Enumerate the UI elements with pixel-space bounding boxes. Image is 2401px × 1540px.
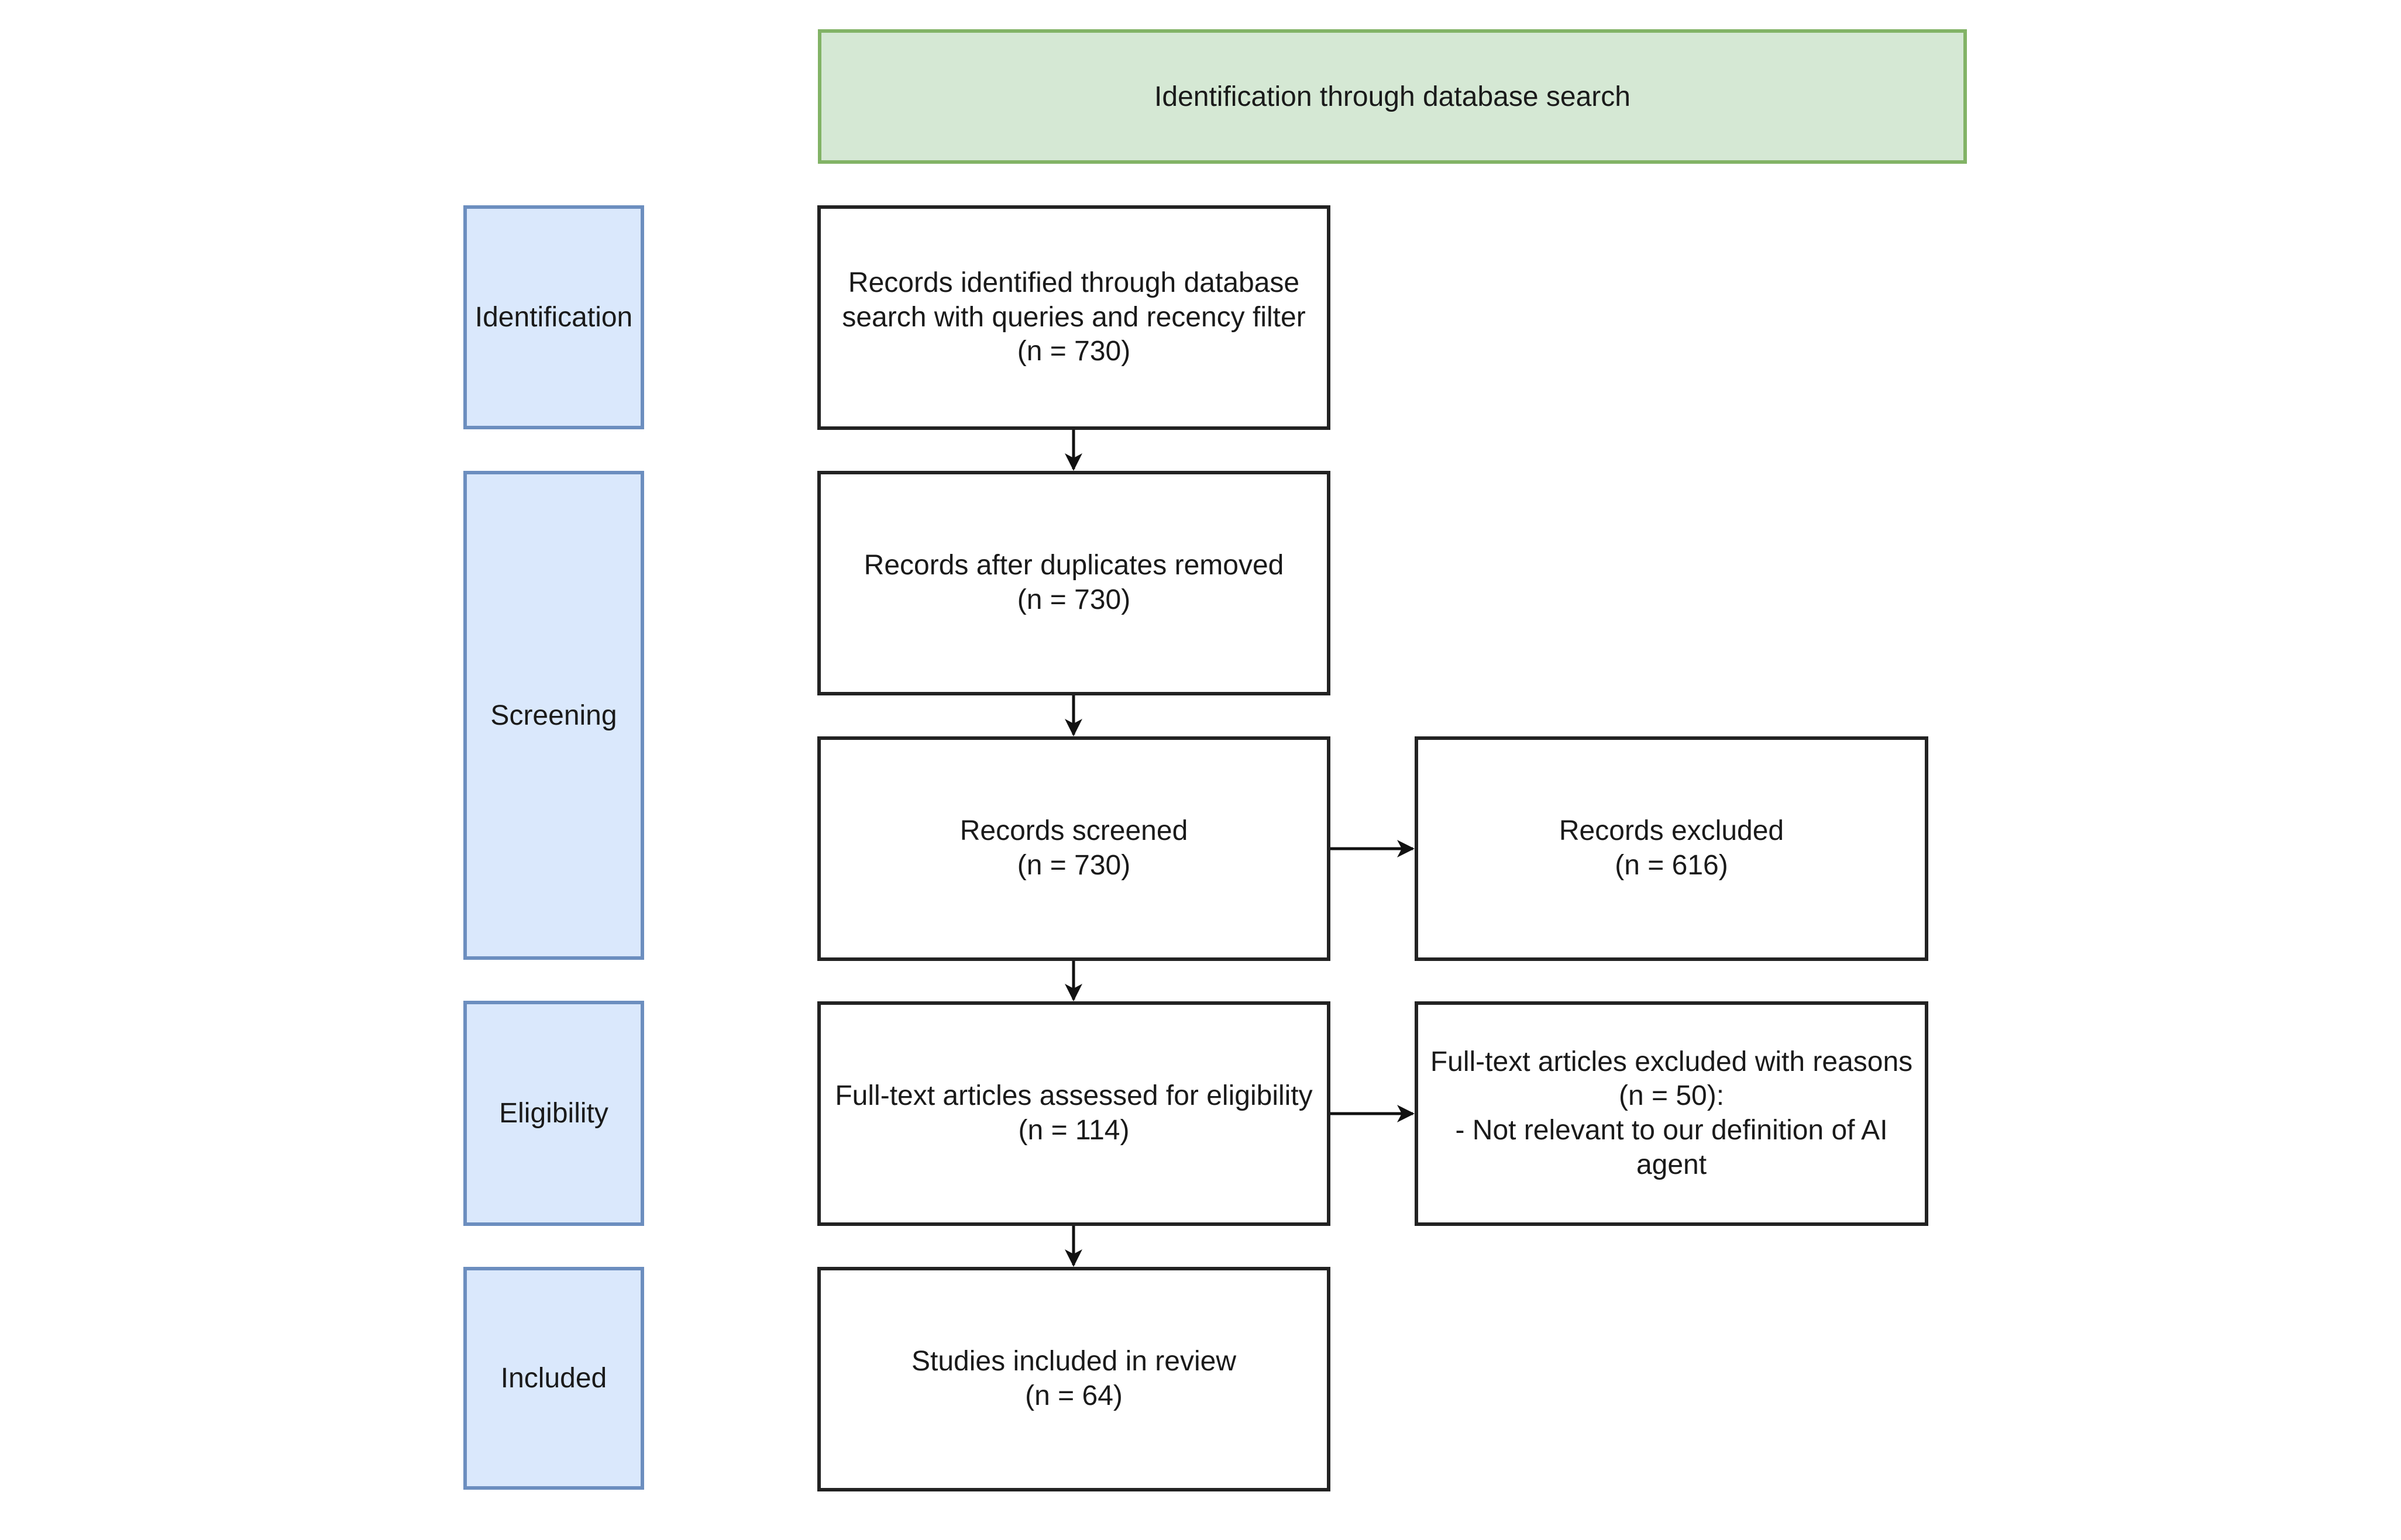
header-banner: Identification through database search bbox=[818, 29, 1967, 164]
records-deduplicated-label: Records after duplicates removed bbox=[864, 550, 1284, 581]
records-identified-line2: search with queries and recency filter bbox=[842, 301, 1306, 333]
studies-included-label: Studies included in review bbox=[911, 1346, 1236, 1377]
phase-screening: Screening bbox=[463, 471, 644, 960]
records-screened-label: Records screened bbox=[959, 815, 1188, 847]
fulltext-excluded-reason-line2: agent bbox=[1636, 1149, 1707, 1180]
fulltext-excluded-count: (n = 50): bbox=[1618, 1080, 1725, 1112]
studies-included-box: Studies included in review (n = 64) bbox=[817, 1267, 1330, 1491]
records-identified-line1: Records identified through database bbox=[848, 267, 1300, 299]
records-screened-count: (n = 730) bbox=[1017, 850, 1131, 881]
records-excluded-box: Records excluded (n = 616) bbox=[1415, 736, 1928, 961]
fulltext-excluded-reason-line1: - Not relevant to our definition of AI bbox=[1455, 1115, 1888, 1146]
header-title: Identification through database search bbox=[1154, 81, 1631, 112]
records-deduplicated-count: (n = 730) bbox=[1017, 584, 1131, 615]
phase-identification: Identification bbox=[463, 205, 644, 429]
records-screened-box: Records screened (n = 730) bbox=[817, 736, 1330, 961]
fulltext-excluded-label: Full-text articles excluded with reasons bbox=[1430, 1046, 1913, 1077]
records-deduplicated-box: Records after duplicates removed (n = 73… bbox=[817, 471, 1330, 695]
records-excluded-count: (n = 616) bbox=[1615, 850, 1728, 881]
records-excluded-label: Records excluded bbox=[1559, 815, 1784, 847]
records-identified-count: (n = 730) bbox=[1017, 336, 1131, 367]
studies-included-count: (n = 64) bbox=[1025, 1380, 1123, 1411]
fulltext-assessed-count: (n = 114) bbox=[1018, 1115, 1130, 1146]
fulltext-assessed-box: Full-text articles assessed for eligibil… bbox=[817, 1001, 1330, 1226]
records-identified-box: Records identified through database sear… bbox=[817, 205, 1330, 430]
phase-label-included: Included bbox=[500, 1363, 607, 1394]
phase-label-eligibility: Eligibility bbox=[499, 1098, 608, 1129]
fulltext-assessed-label: Full-text articles assessed for eligibil… bbox=[835, 1080, 1313, 1112]
fulltext-excluded-box: Full-text articles excluded with reasons… bbox=[1415, 1001, 1928, 1226]
phase-label-screening: Screening bbox=[490, 700, 617, 731]
phase-label-identification: Identification bbox=[474, 302, 633, 333]
phase-included: Included bbox=[463, 1267, 644, 1490]
phase-eligibility: Eligibility bbox=[463, 1001, 644, 1226]
